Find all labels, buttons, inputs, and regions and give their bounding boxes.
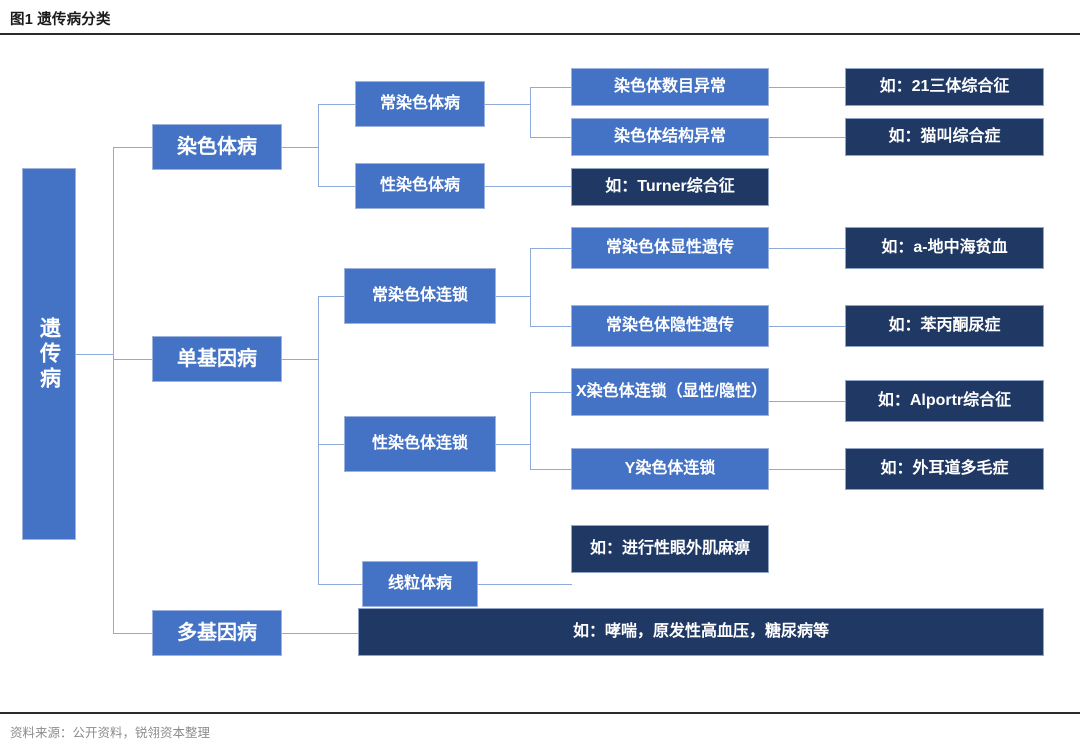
node-monogenic-disease[interactable]: 单基因病: [152, 336, 282, 382]
figure-title: 图1 遗传病分类: [10, 12, 111, 28]
node-example-trisomy-21-label: 如：21三体综合征: [879, 78, 1010, 96]
node-root-label: 遗传病: [37, 316, 61, 392]
node-chromosomal-disease-label: 染色体病: [177, 135, 257, 158]
connector-root-trunk: [113, 147, 114, 634]
node-autosomal-chromosomal-disease[interactable]: 常染色体病: [355, 81, 485, 127]
node-chromosomal-disease[interactable]: 染色体病: [152, 124, 282, 170]
connector-sexlink-to-ylinked: [530, 469, 572, 470]
connector-root-to-chromosome: [113, 147, 153, 148]
connector-chromosome-bracket: [318, 104, 319, 186]
node-chromosome-number-abnormality-label: 染色体数目异常: [613, 78, 726, 96]
connector-monogenic-to-mito: [318, 584, 363, 585]
connector-chromosome-stub: [282, 147, 319, 148]
connector-ylinked-to-hypertrichosis: [769, 469, 846, 470]
node-example-progressive-external-ophthalmoplegia[interactable]: 如：进行性眼外肌麻痹: [571, 525, 769, 573]
node-polygenic-disease[interactable]: 多基因病: [152, 610, 282, 656]
node-mitochondrial-disease-label: 线粒体病: [387, 575, 452, 593]
node-monogenic-disease-label: 单基因病: [177, 347, 257, 370]
node-sex-chromosomal-disease-label: 性染色体病: [379, 177, 460, 195]
connector-sexlink-bracket: [530, 392, 531, 469]
node-sex-chromosomal-disease[interactable]: 性染色体病: [355, 163, 485, 209]
node-autosomal-dominant-inheritance[interactable]: 常染色体显性遗传: [571, 227, 769, 269]
node-example-cri-du-chat-syndrome[interactable]: 如：猫叫综合症: [845, 118, 1044, 156]
connector-dominant-to-thalassemia: [769, 248, 846, 249]
connector-autosomal-stub: [485, 104, 531, 105]
connector-autolink-to-recessive: [530, 326, 572, 327]
connector-root-to-polygenic: [113, 633, 153, 634]
connector-sexlink-stub: [496, 444, 531, 445]
node-example-polygenic-diseases[interactable]: 如：哮喘，原发性高血压，糖尿病等: [358, 608, 1044, 656]
node-example-polygenic-diseases-label: 如：哮喘，原发性高血压，糖尿病等: [572, 623, 829, 641]
node-chromosome-number-abnormality[interactable]: 染色体数目异常: [571, 68, 769, 106]
connector-root-to-monogenic: [113, 359, 153, 360]
node-y-linked[interactable]: Y染色体连锁: [571, 448, 769, 490]
node-autosomal-chromosomal-disease-label: 常染色体病: [379, 95, 460, 113]
connector-autolink-stub: [496, 296, 531, 297]
node-autosomal-recessive-inheritance[interactable]: 常染色体隐性遗传: [571, 305, 769, 347]
node-example-auricular-hypertrichosis-label: 如：外耳道多毛症: [880, 460, 1009, 478]
genetic-disease-classification-diagram: 遗传病 染色体病 单基因病 多基因病 常染色体病 性染色体病 常染色体连锁 性染…: [0, 35, 1080, 712]
connector-sexlink-to-xlinked: [530, 392, 572, 393]
node-example-alpha-thalassemia[interactable]: 如：a-地中海贫血: [845, 227, 1044, 269]
node-example-turner-syndrome-label: 如：Turner综合征: [605, 178, 735, 196]
connector-recessive-to-pku: [769, 326, 846, 327]
node-sex-chromosome-linkage[interactable]: 性染色体连锁: [344, 416, 496, 472]
node-example-turner-syndrome[interactable]: 如：Turner综合征: [571, 168, 769, 206]
node-y-linked-label: Y染色体连锁: [624, 460, 716, 478]
node-example-auricular-hypertrichosis[interactable]: 如：外耳道多毛症: [845, 448, 1044, 490]
node-example-progressive-external-ophthalmoplegia-label: 如：进行性眼外肌麻痹: [589, 540, 750, 558]
node-example-alpha-thalassemia-label: 如：a-地中海贫血: [881, 239, 1008, 257]
connector-autolink-bracket: [530, 248, 531, 326]
node-chromosome-structure-abnormality-label: 染色体结构异常: [613, 128, 726, 146]
title-divider: [0, 33, 1080, 35]
connector-monogenic-to-sexlink: [318, 444, 345, 445]
connector-xlinked-to-alport: [769, 401, 846, 402]
node-polygenic-disease-label: 多基因病: [177, 621, 257, 644]
node-example-alport-syndrome-label: 如：Alportr综合征: [877, 392, 1012, 410]
node-autosomal-dominant-inheritance-label: 常染色体显性遗传: [605, 239, 734, 257]
connector-chromosome-to-sexchrom: [318, 186, 356, 187]
node-x-linked-dominant-recessive[interactable]: X染色体连锁（显性/隐性）: [571, 368, 769, 416]
node-example-alport-syndrome[interactable]: 如：Alportr综合征: [845, 380, 1044, 422]
connector-root-stub: [76, 354, 114, 355]
connector-autosomal-bracket: [530, 87, 531, 137]
connector-monogenic-to-autolink: [318, 296, 345, 297]
connector-number-to-trisomy21: [769, 87, 846, 88]
node-sex-chromosome-linkage-label: 性染色体连锁: [371, 435, 468, 453]
node-autosomal-linkage-label: 常染色体连锁: [371, 287, 468, 305]
source-note: 资料来源：公开资料，锐翎资本整理: [10, 726, 211, 740]
node-example-trisomy-21[interactable]: 如：21三体综合征: [845, 68, 1044, 106]
connector-monogenic-stub: [282, 359, 319, 360]
connector-polygenic-to-example: [282, 633, 359, 634]
node-root-genetic-disease[interactable]: 遗传病: [22, 168, 76, 540]
connector-mito-to-example: [478, 584, 572, 585]
footer-divider: [0, 712, 1080, 714]
connector-structure-to-cridu: [769, 137, 846, 138]
connector-sexchrom-to-turner: [485, 186, 572, 187]
connector-autosomal-to-structure: [530, 137, 572, 138]
node-example-cri-du-chat-syndrome-label: 如：猫叫综合症: [888, 128, 1001, 146]
node-example-phenylketonuria-label: 如：苯丙酮尿症: [888, 317, 1001, 335]
node-autosomal-recessive-inheritance-label: 常染色体隐性遗传: [605, 317, 734, 335]
connector-autosomal-to-number: [530, 87, 572, 88]
connector-chromosome-to-autosomal: [318, 104, 356, 105]
connector-monogenic-bracket: [318, 296, 319, 584]
node-x-linked-dominant-recessive-label: X染色体连锁（显性/隐性）: [576, 383, 768, 401]
node-chromosome-structure-abnormality[interactable]: 染色体结构异常: [571, 118, 769, 156]
node-autosomal-linkage[interactable]: 常染色体连锁: [344, 268, 496, 324]
node-mitochondrial-disease[interactable]: 线粒体病: [362, 561, 478, 607]
node-example-phenylketonuria[interactable]: 如：苯丙酮尿症: [845, 305, 1044, 347]
connector-autolink-to-dominant: [530, 248, 572, 249]
